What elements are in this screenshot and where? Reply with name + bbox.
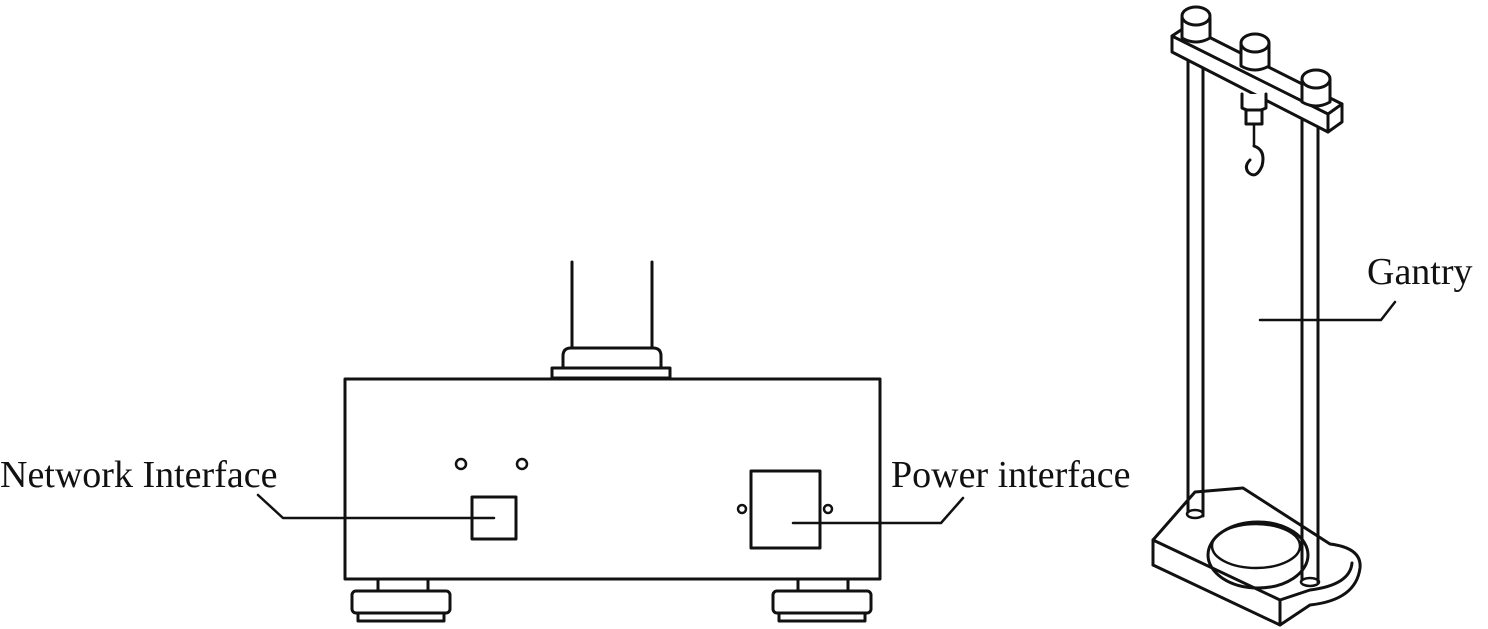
gantry-leader-line xyxy=(1258,300,1397,322)
box-body xyxy=(343,377,882,581)
top-mount-plate xyxy=(550,366,672,380)
power-interface-label: Power interface xyxy=(891,454,1131,496)
power-screw-left xyxy=(736,503,748,515)
gantry-frame xyxy=(1151,5,1362,627)
foot-right xyxy=(771,577,873,623)
base-plate xyxy=(1151,486,1362,627)
indicator-hole-left xyxy=(454,457,468,471)
indicator-hole-right xyxy=(515,457,529,471)
top-mount xyxy=(561,346,663,370)
hook-icon xyxy=(1244,144,1265,177)
power-leader-line xyxy=(791,496,965,525)
control-box xyxy=(343,260,882,623)
base-hole-inner xyxy=(1210,522,1302,570)
base-hole xyxy=(1206,520,1310,590)
hook-assembly xyxy=(1240,92,1268,177)
power-socket xyxy=(749,469,822,550)
base-top-edge xyxy=(1151,538,1354,602)
power-screw-right xyxy=(822,503,834,515)
gantry-label: Gantry xyxy=(1367,251,1473,293)
foot-left xyxy=(350,577,452,623)
nut-rear xyxy=(1180,5,1212,44)
network-leader-line xyxy=(256,493,496,520)
nut-front xyxy=(1300,68,1332,108)
nut-center xyxy=(1239,32,1271,72)
network-interface-label: Network Interface xyxy=(0,454,277,496)
